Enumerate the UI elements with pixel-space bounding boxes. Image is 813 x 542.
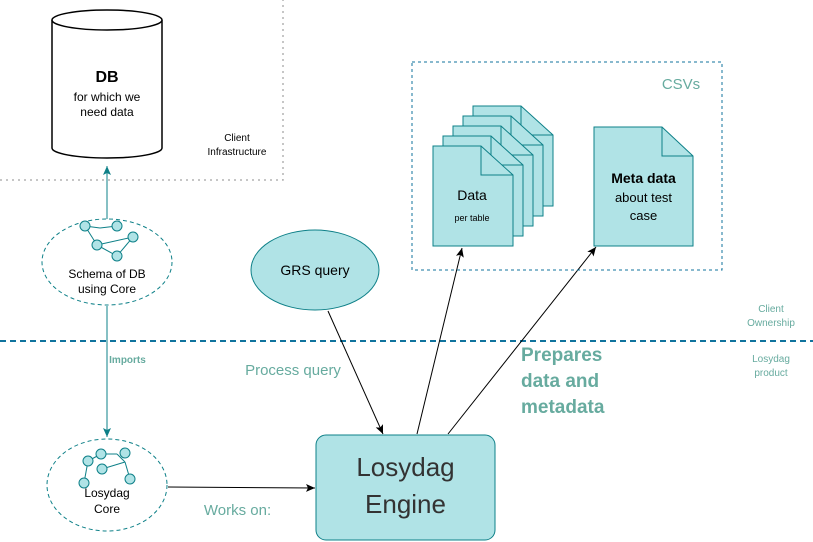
losydag-product-label-line1: Losydag	[752, 354, 790, 365]
prepares-label-line1: Prepares	[521, 345, 603, 366]
core-ellipse	[46, 438, 168, 532]
schema-label-line2: using Core	[77, 282, 137, 296]
metadata-document-line1: about test	[614, 190, 673, 205]
engine-to-metadata-arrow	[447, 246, 597, 435]
grs-query-label: GRS query	[280, 262, 350, 278]
engine-box	[315, 434, 496, 541]
prepares-label-line2: data and	[521, 371, 600, 392]
works-on-label: Works on:	[203, 502, 272, 519]
client-ownership-label-line2: Ownership	[747, 318, 795, 329]
csvs-container	[411, 61, 723, 271]
engine-to-data-arrow	[416, 247, 464, 435]
core-label-line1: Losydag	[84, 486, 130, 500]
client-infrastructure-label-line1: Client	[224, 133, 250, 144]
metadata-document-line2: case	[629, 208, 658, 223]
metadata-document-title: Meta data	[611, 170, 676, 186]
graph-icon	[79, 220, 139, 262]
schema-ellipse	[41, 218, 173, 306]
grs-query-ellipse	[250, 229, 380, 311]
db-description-line1: for which we	[73, 90, 141, 104]
metadata-document	[593, 126, 694, 247]
core-label-line2: Core	[93, 502, 120, 516]
imports-label: Imports	[109, 355, 146, 366]
losydag-product-label-line2: product	[754, 368, 788, 379]
graph-icon	[78, 447, 136, 489]
engine-label-line2: Engine	[365, 489, 446, 519]
engine-label-line1: Losydag	[356, 452, 455, 482]
csvs-title: CSVs	[661, 76, 701, 93]
prepares-label-line3: metadata	[521, 397, 605, 418]
client-ownership-label-line1: Client	[758, 304, 784, 315]
data-document-stack	[432, 105, 554, 247]
core-to-engine-arrow	[167, 483, 316, 492]
db-description-line2: need data	[80, 105, 134, 119]
db-cylinder	[51, 9, 163, 159]
data-document-subtitle: per table	[454, 213, 490, 223]
db-title: DB	[95, 69, 119, 86]
client-infrastructure-boundary	[0, 0, 284, 181]
grs-to-engine-arrow	[327, 310, 384, 435]
client-infrastructure-label-line2: Infrastructure	[207, 147, 267, 158]
schema-label-line1: Schema of DB	[68, 267, 146, 281]
process-query-label: Process query	[245, 362, 341, 379]
data-document-title: Data	[457, 187, 487, 203]
